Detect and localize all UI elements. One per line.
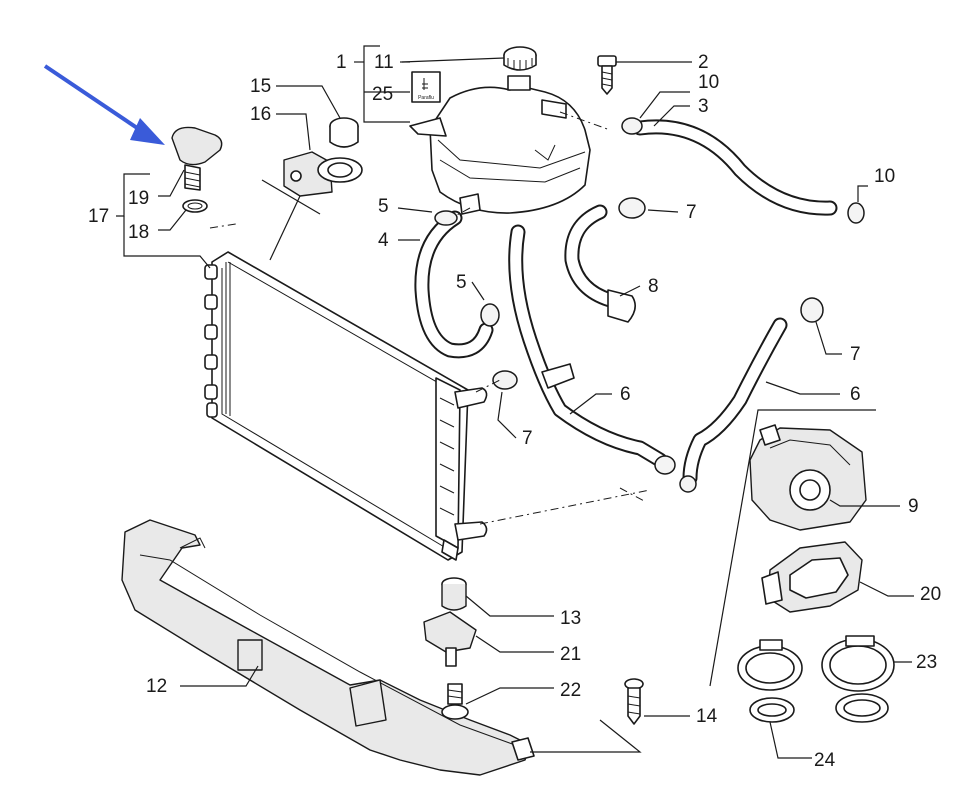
callout-6-left: 6 xyxy=(620,384,631,405)
callout-10-right: 10 xyxy=(874,166,895,187)
tank-filler-neck xyxy=(507,75,531,91)
hose-6-left xyxy=(492,224,676,475)
callout-8: 8 xyxy=(648,276,659,297)
hose-3 xyxy=(621,117,865,224)
hose-6-right xyxy=(679,297,824,493)
callout-14: 14 xyxy=(696,706,718,727)
callout-21: 21 xyxy=(560,644,581,665)
pointer-arrow-head xyxy=(130,118,165,145)
callout-7-top: 7 xyxy=(686,202,697,223)
seal-ring xyxy=(182,199,208,213)
callout-labels: 1 2 3 4 5 5 6 6 7 7 7 8 9 10 10 11 12 13… xyxy=(88,52,941,771)
callout-25: 25 xyxy=(372,84,393,105)
hose-4 xyxy=(414,210,500,359)
callout-9: 9 xyxy=(908,496,919,517)
screw-14 xyxy=(624,678,644,725)
housing-gasket xyxy=(761,541,863,613)
callout-19: 19 xyxy=(128,188,149,209)
callout-15: 15 xyxy=(250,76,271,97)
callout-2: 2 xyxy=(698,52,709,73)
paraflu-label-frame xyxy=(411,71,441,103)
mount-bracket xyxy=(283,151,363,197)
hose-clamp-23 xyxy=(821,635,895,723)
bolt-22 xyxy=(441,683,469,720)
radiator-right-tank xyxy=(435,377,488,561)
paraflu-label-text: Paraflu xyxy=(418,95,434,101)
clamp-7-top xyxy=(618,197,646,219)
callout-4: 4 xyxy=(378,230,389,251)
front-crossmember xyxy=(121,519,535,776)
tank-cap xyxy=(503,46,537,71)
expansion-tank xyxy=(409,75,591,215)
drain-plug xyxy=(171,126,223,191)
pointer-arrow xyxy=(43,64,165,145)
clamp-7-left xyxy=(492,370,518,390)
tank-outlet xyxy=(459,193,481,215)
radiator-lower-outlet xyxy=(454,521,488,541)
callout-13: 13 xyxy=(560,608,581,629)
clamp-5-lower xyxy=(480,303,500,327)
clamp-5-upper xyxy=(434,210,458,226)
paraflu-label: Paraflu xyxy=(411,71,441,103)
callout-22: 22 xyxy=(560,680,581,701)
radiator-left-fittings xyxy=(204,264,218,418)
callout-7-left: 7 xyxy=(522,428,533,449)
callout-10-upper: 10 xyxy=(698,72,719,93)
callout-24: 24 xyxy=(814,750,836,771)
callout-5-lower: 5 xyxy=(456,272,467,293)
callout-12: 12 xyxy=(146,676,167,697)
radiator-core xyxy=(211,251,469,561)
tank-mount-tab xyxy=(409,117,447,137)
radiator xyxy=(204,251,488,561)
clamp-10-upper xyxy=(621,117,643,135)
callout-18: 18 xyxy=(128,222,149,243)
rubber-bush xyxy=(441,577,467,611)
callout-16: 16 xyxy=(250,104,271,125)
callout-20: 20 xyxy=(920,584,941,605)
callout-1: 1 xyxy=(336,52,347,73)
assembly-dash-lines xyxy=(209,111,651,525)
callout-6-right: 6 xyxy=(850,384,861,405)
thermostat-housing xyxy=(749,424,867,531)
clamp-7-right xyxy=(800,297,824,323)
hose-8 xyxy=(564,197,646,323)
callout-17: 17 xyxy=(88,206,109,227)
callout-7-right: 7 xyxy=(850,344,861,365)
callout-3: 3 xyxy=(698,96,709,117)
leader-lines xyxy=(116,45,914,759)
bleed-screw xyxy=(597,55,617,95)
rubber-mount xyxy=(329,117,359,148)
hose-clamp-24 xyxy=(737,639,803,723)
callout-5-upper: 5 xyxy=(378,196,389,217)
clamp-10-right xyxy=(847,202,865,224)
radiator-upper-outlet xyxy=(454,387,488,409)
temperature-sensor xyxy=(423,611,477,667)
callout-23: 23 xyxy=(916,652,937,673)
callout-11: 11 xyxy=(374,52,394,73)
